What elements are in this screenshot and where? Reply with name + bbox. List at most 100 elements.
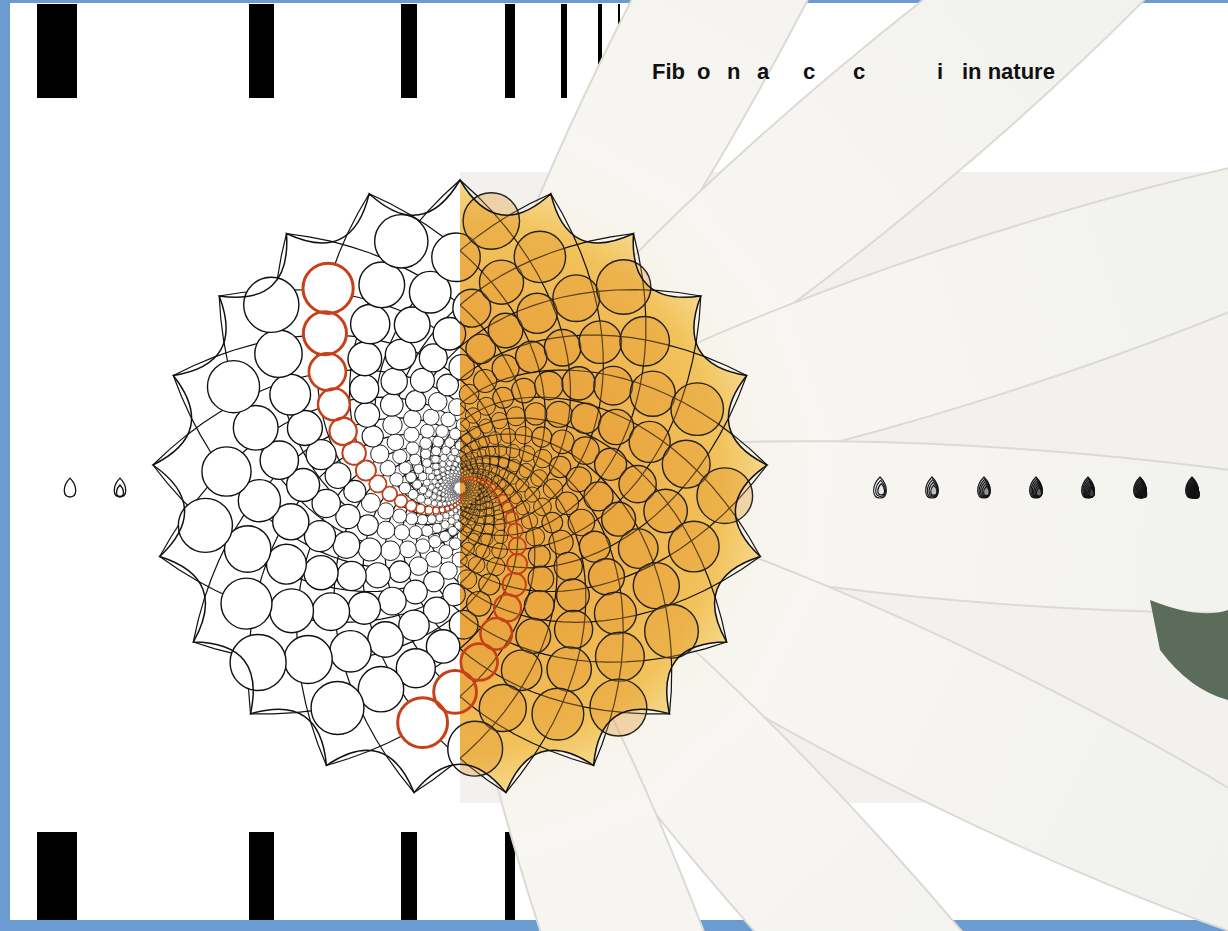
seed-circle — [284, 635, 332, 683]
seed-circle — [551, 430, 575, 454]
spiral-icon — [1032, 481, 1042, 497]
seed-circle — [472, 472, 476, 476]
seed-circle — [383, 415, 402, 434]
seed-circle — [450, 470, 454, 474]
title-text: n — [727, 61, 740, 83]
seed-circle — [440, 454, 447, 461]
spiral-icon — [1192, 487, 1199, 498]
bar — [249, 4, 274, 98]
seed-circle — [453, 289, 460, 327]
seed-circle — [358, 667, 403, 712]
bar — [37, 4, 77, 98]
spiral-icon — [1141, 488, 1147, 498]
spiral-line — [402, 473, 669, 714]
seed-circle — [406, 442, 419, 455]
seed-circle — [445, 498, 449, 502]
seed-circle — [630, 371, 675, 416]
seed-circle — [448, 721, 460, 776]
seed-circle — [427, 515, 436, 524]
seed-circle — [481, 473, 487, 479]
red-seed-circle — [309, 353, 346, 390]
seed-circle — [465, 482, 467, 484]
red-seed-circle — [303, 263, 353, 313]
spiral-icon — [1082, 477, 1095, 498]
spiral-icon — [1134, 477, 1147, 498]
seed-circle — [472, 499, 476, 503]
star-left — [153, 180, 460, 793]
seed-circle — [309, 353, 346, 390]
seed-circle — [312, 593, 350, 631]
title-text: c — [853, 61, 865, 83]
seed-circle — [544, 330, 581, 367]
spiral-icon — [1085, 483, 1094, 498]
seed-circle — [470, 468, 475, 473]
bar — [401, 4, 417, 98]
spiral-line — [153, 465, 487, 592]
seed-circle — [398, 698, 448, 748]
spiral-icon — [926, 477, 939, 498]
seed-circle — [507, 554, 527, 574]
seed-circle — [404, 427, 419, 442]
seed-circle — [460, 506, 461, 510]
seed-circle — [535, 371, 564, 400]
spiral-icon — [1030, 477, 1043, 498]
seed-circle — [330, 631, 371, 672]
seed-circle — [303, 312, 346, 355]
seed-circle — [512, 378, 536, 402]
spiral-icon — [1186, 477, 1199, 498]
seed-circle — [355, 402, 380, 427]
seed-circle — [491, 412, 507, 428]
spiral-icon — [1138, 484, 1146, 498]
seed-circle — [479, 419, 493, 433]
seed-circle — [485, 515, 494, 524]
spiral-icon — [1187, 479, 1199, 498]
title-text: c — [803, 61, 815, 83]
seed-circle — [348, 592, 380, 624]
seed-circle — [482, 458, 490, 466]
seed-circle — [469, 480, 472, 483]
seed-circle — [255, 330, 302, 377]
seed-circle — [449, 399, 461, 416]
seed-circle — [443, 512, 450, 519]
seed-circle — [492, 543, 508, 559]
fibonacci-bars-top — [37, 4, 629, 98]
seed-circle — [429, 535, 441, 547]
seed-circle — [460, 510, 463, 515]
seed-circle — [420, 424, 434, 438]
seed-circle — [514, 231, 565, 282]
seed-circle — [524, 591, 554, 621]
seed-circle — [508, 523, 523, 538]
spiral-icon — [979, 479, 990, 497]
seed-circle — [377, 521, 395, 539]
seed-circle — [437, 501, 442, 506]
seed-circle — [350, 375, 379, 404]
star-disc — [460, 180, 767, 793]
seed-circle — [348, 342, 382, 376]
seed-circle — [450, 477, 453, 480]
title-text: i — [937, 61, 943, 83]
seed-circle — [515, 427, 532, 444]
seed-circle — [425, 467, 432, 474]
spiral-icon — [1188, 480, 1199, 498]
seed-circle — [446, 471, 450, 475]
bar — [249, 832, 274, 920]
spiral-line — [251, 473, 518, 714]
seed-circle — [501, 428, 516, 443]
circles-left — [178, 193, 460, 776]
seed-circle — [596, 632, 645, 681]
seed-circle — [483, 523, 493, 533]
seed-circle — [589, 559, 625, 595]
seed-circle — [431, 500, 437, 506]
seed-circle — [433, 507, 440, 514]
seed-circle — [460, 522, 463, 530]
seed-circle — [450, 479, 452, 481]
seed-circle — [671, 383, 723, 435]
seed-circle — [477, 505, 483, 511]
spiral-line — [416, 477, 727, 662]
seed-circle — [460, 503, 463, 507]
seed-circle — [528, 545, 550, 567]
seed-circle — [466, 498, 469, 501]
red-seed-circle — [425, 506, 433, 514]
seed-circle — [528, 566, 554, 592]
